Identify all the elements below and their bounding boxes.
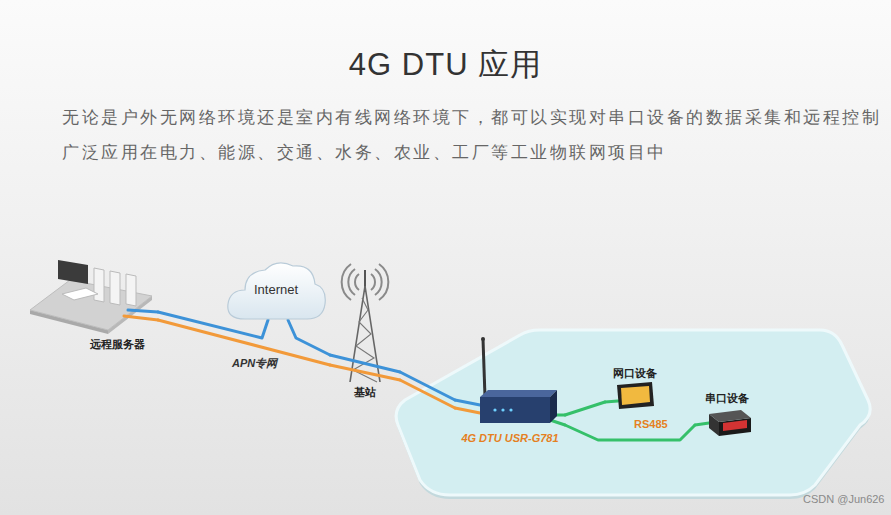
server-room-icon — [30, 260, 158, 334]
site-platform — [396, 330, 870, 495]
monitor-icon — [605, 382, 654, 409]
edge-label: RS485 — [634, 418, 668, 431]
connector-line — [400, 372, 455, 400]
wire-stub — [330, 355, 400, 372]
wire-stub — [455, 400, 480, 405]
box-panel — [723, 420, 747, 431]
signal-arc — [342, 264, 351, 300]
network-device: 网口设备 — [605, 367, 665, 412]
status-led — [509, 408, 512, 411]
signal-arc — [348, 269, 355, 295]
status-led — [501, 408, 504, 411]
base-station: 基站 — [330, 262, 400, 402]
desk — [62, 288, 98, 300]
device-front — [480, 397, 550, 423]
connector-line — [565, 402, 605, 415]
node-label: 基站 — [354, 386, 376, 399]
dtu-device: 4G DTU USR-G781 — [455, 335, 565, 450]
label-wrap: CSDN @Jun626 — [803, 493, 884, 506]
device-side — [550, 390, 557, 423]
node-label: Internet — [254, 282, 298, 298]
wire-stub — [605, 401, 618, 402]
edge-label-wrap: APN专网 — [232, 357, 277, 370]
server-rack — [126, 274, 136, 306]
description-text: 无论是户外无网络环境还是室内有线网络环境下，都可以实现对串口设备的数据采集和远程… — [62, 108, 881, 128]
node-label: 网口设备 — [613, 367, 657, 380]
label-wrap: 无论是户外无网络环境还是室内有线网络环境下，都可以实现对串口设备的数据采集和远程… — [62, 108, 881, 128]
signal-arc — [371, 274, 375, 290]
title-wrap: 4G DTU 应用 — [0, 46, 891, 83]
status-led — [493, 408, 496, 411]
dtu-icon — [455, 337, 565, 425]
antenna-tip — [481, 337, 485, 341]
connector-line — [565, 425, 695, 440]
watermark: CSDN @Jun626 — [803, 493, 884, 506]
node-label: 4G DTU USR-G781 — [461, 432, 558, 445]
device-top — [480, 390, 557, 397]
wire-stub — [455, 408, 480, 413]
cloud-shape — [228, 263, 325, 319]
wire-stub — [695, 423, 709, 425]
server-rack — [110, 271, 120, 305]
page-title: 4G DTU 应用 — [0, 46, 891, 83]
node-label: 串口设备 — [705, 392, 749, 405]
wire-stub — [330, 365, 400, 380]
description-text: 广泛应用在电力、能源、交通、水务、农业、工厂等工业物联网项目中 — [62, 143, 667, 163]
tower-icon — [330, 264, 400, 382]
monitor-screen — [621, 386, 650, 405]
signal-arc — [379, 264, 388, 300]
edge-label: APN专网 — [232, 357, 277, 370]
remote-server: 远程服务器 — [28, 250, 158, 353]
antenna — [483, 339, 485, 397]
signal-arc — [375, 269, 382, 295]
internet-cloud: Internet — [225, 258, 327, 320]
connector-line — [288, 320, 330, 355]
box-top — [709, 410, 751, 422]
edge-label-wrap: RS485 — [634, 418, 668, 431]
wire-stub — [128, 310, 158, 312]
serial-device: 串口设备 — [695, 392, 759, 442]
connector-line — [400, 380, 455, 408]
signal-arc — [355, 274, 359, 290]
serial-box-icon — [695, 410, 751, 436]
wire-stub — [124, 316, 158, 320]
server-rack — [94, 268, 104, 302]
monitor-frame — [617, 382, 654, 409]
wall-screen — [58, 260, 88, 284]
node-label: 远程服务器 — [90, 338, 145, 351]
label-wrap: 广泛应用在电力、能源、交通、水务、农业、工厂等工业物联网项目中 — [62, 143, 667, 163]
